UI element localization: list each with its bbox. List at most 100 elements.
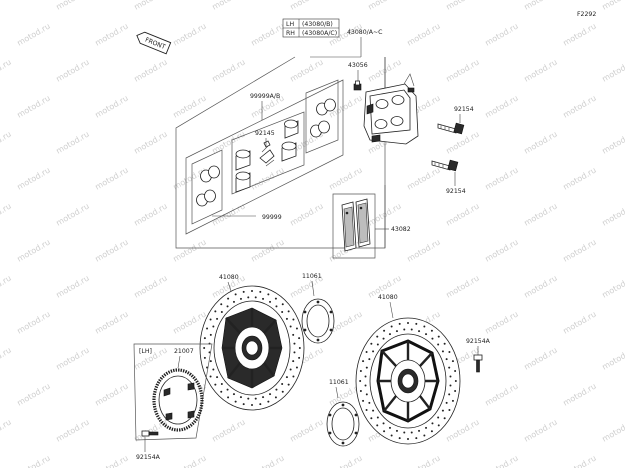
- watermark-text: motod.ru: [445, 130, 481, 156]
- watermark-text: motod.ru: [94, 454, 130, 468]
- disc-vent-hole: [430, 430, 433, 433]
- disc-vent-hole: [365, 408, 368, 411]
- disc-vent-hole: [267, 400, 270, 403]
- disc-vent-hole: [370, 342, 373, 345]
- brake-disc-right: [355, 317, 461, 445]
- disc-vent-hole: [292, 318, 295, 321]
- disc-vent-hole: [454, 390, 457, 393]
- watermark-text: motod.ru: [250, 22, 286, 48]
- disc-spacer-upper: [301, 298, 335, 344]
- disc-vent-hole: [220, 390, 223, 393]
- watermark-text: motod.ru: [523, 130, 559, 156]
- watermark-text: motod.ru: [523, 346, 559, 372]
- watermark-text: motod.ru: [16, 238, 52, 264]
- disc-vent-hole: [292, 375, 295, 378]
- label-spacer-lower: 11061: [329, 379, 349, 386]
- disc-vent-hole: [285, 376, 288, 379]
- label-disc-right: 41080: [378, 294, 398, 301]
- disc-vent-hole: [295, 366, 298, 369]
- watermark-text: motod.ru: [16, 310, 52, 336]
- rotor-bolt-right-icon: [473, 354, 483, 373]
- watermark-text: motod.ru: [562, 454, 598, 468]
- disc-vent-hole: [242, 403, 245, 406]
- disc-vent-hole: [362, 360, 365, 363]
- disc-vent-hole: [239, 297, 242, 300]
- disc-vent-hole: [445, 401, 448, 404]
- watermark-text: motod.ru: [406, 454, 442, 468]
- disc-vent-hole: [203, 337, 206, 340]
- disc-vent-hole: [364, 384, 367, 387]
- disc-spacer-lower: [326, 401, 360, 447]
- disc-vent-hole: [220, 311, 223, 314]
- disc-vent-hole: [232, 393, 235, 396]
- watermark-text: motod.ru: [55, 0, 91, 12]
- disc-vent-hole: [247, 296, 250, 299]
- disc-vent-hole: [376, 343, 379, 346]
- label-spacer-upper: 11061: [302, 273, 322, 280]
- label-bolt-upper: 92154: [454, 106, 474, 113]
- disc-vent-hole: [383, 430, 386, 433]
- disc-vent-hole: [407, 322, 409, 325]
- watermark-text: motod.ru: [367, 202, 403, 228]
- disc-vent-hole: [275, 305, 278, 308]
- disc-vent-hole: [274, 396, 277, 399]
- disc-vent-hole: [365, 351, 368, 354]
- watermark-text: motod.ru: [601, 274, 625, 300]
- disc-vent-hole: [295, 327, 298, 330]
- disc-vent-hole: [437, 424, 440, 427]
- watermark-text: motod.ru: [16, 454, 52, 468]
- watermark-text: motod.ru: [0, 274, 13, 300]
- disc-vent-hole: [242, 290, 245, 293]
- disc-vent-hole: [269, 393, 272, 396]
- disc-vent-hole: [365, 393, 368, 396]
- disc-vent-hole: [220, 303, 223, 306]
- watermark-text: motod.ru: [406, 22, 442, 48]
- watermark-text: motod.ru: [94, 22, 130, 48]
- watermark-text: motod.ru: [484, 454, 520, 468]
- watermark-text: motod.ru: [289, 0, 325, 12]
- seal-ring-group-lower: [191, 149, 223, 225]
- watermark-text: motod.ru: [484, 94, 520, 120]
- watermark-text: motod.ru: [328, 454, 364, 468]
- disc-vent-hole: [212, 368, 215, 371]
- watermark-text: motod.ru: [601, 0, 625, 12]
- disc-vent-hole: [403, 431, 406, 434]
- watermark-text: motod.ru: [172, 238, 208, 264]
- disc-vent-hole: [234, 293, 237, 296]
- disc-vent-hole: [239, 396, 242, 399]
- label-disc-left: 41080: [219, 274, 239, 281]
- watermark-text: motod.ru: [133, 0, 169, 12]
- watermark-text: motod.ru: [172, 454, 208, 468]
- disc-vent-hole: [209, 375, 212, 378]
- watermark-text: motod.ru: [94, 238, 130, 264]
- disc-vent-hole: [368, 358, 371, 361]
- watermark-text: motod.ru: [172, 94, 208, 120]
- disc-vent-hole: [390, 434, 393, 437]
- disc-vent-hole: [430, 329, 433, 332]
- disc-vent-hole: [274, 297, 277, 300]
- watermark-text: motod.ru: [250, 454, 286, 468]
- disc-vent-hole: [372, 409, 375, 412]
- disc-vent-hole: [398, 322, 401, 325]
- disc-vent-hole: [443, 342, 446, 345]
- disc-vent-hole: [449, 384, 452, 387]
- label-bolt-lower: 92154: [446, 188, 466, 195]
- disc-vent-hole: [388, 426, 391, 429]
- piston-set: [235, 119, 299, 193]
- disc-vent-hole: [227, 396, 230, 399]
- piston-frame: [231, 111, 305, 195]
- watermark-text: motod.ru: [406, 238, 442, 264]
- disc-vent-hole: [289, 368, 292, 371]
- disc-vent-hole: [372, 350, 375, 353]
- disc-vent-hole: [251, 404, 253, 407]
- watermark-text: motod.ru: [562, 22, 598, 48]
- label-piston: 92145: [255, 130, 275, 137]
- disc-vent-hole: [448, 366, 451, 369]
- label-sensor-side: [LH]: [139, 348, 152, 355]
- watermark-text: motod.ru: [0, 418, 13, 444]
- disc-vent-hole: [293, 351, 296, 354]
- watermark-text: motod.ru: [601, 202, 625, 228]
- disc-vent-hole: [298, 356, 301, 359]
- watermark-text: motod.ru: [250, 238, 286, 264]
- disc-vent-hole: [247, 397, 250, 400]
